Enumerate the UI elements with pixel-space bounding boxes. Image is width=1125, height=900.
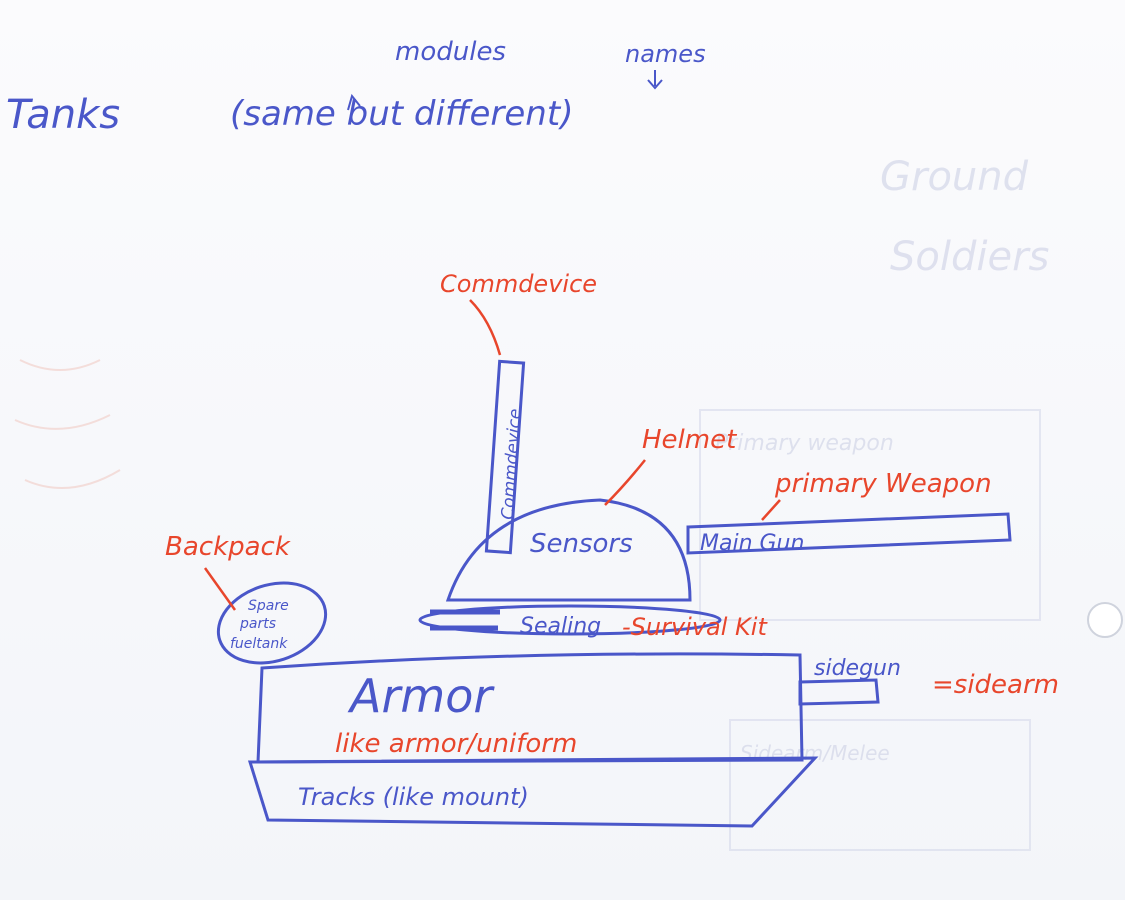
heading-note-names: names [625,40,706,68]
tracks-label: Tracks (like mount) [298,783,529,811]
sidegun-barrel [798,678,880,706]
survival-kit-label: -Survival Kit [622,613,768,641]
helmet-label: Helmet [642,425,737,455]
bleed-box-1 [699,409,1041,621]
main-gun-label: Main Gun [700,531,804,556]
side-gun: sidegun =sidearm [798,656,1059,706]
sidegun-label: sidegun [814,656,901,681]
bleed-ground: Ground [880,154,1029,200]
tracks-body [247,756,819,828]
turret-dome [445,498,692,602]
backpack: Spare parts fueltank Backpack [165,532,328,665]
sealing-label: Sealing [520,614,601,639]
armor-body [256,652,804,764]
heading-title: Tanks [6,92,120,138]
tracks: Tracks (like mount) [247,756,819,828]
backpack-outline [216,581,328,665]
sidearm-label: =sidearm [932,670,1059,700]
hole-punch [1087,602,1123,638]
backpack-leader [203,567,237,611]
armor-note-label: like armor/uniform [335,729,577,759]
turret: Sensors Helmet [445,425,737,602]
hull: Armor like armor/uniform [256,652,804,764]
commdevice: Commdevice Commdevice [440,270,597,555]
arrow-names [647,70,663,90]
sensors-label: Sensors [530,529,633,559]
backpack-parts: parts [239,616,276,632]
bleed-soldiers: Soldiers [890,234,1049,280]
backpack-fueltank: fueltank [230,636,288,652]
antenna-box [484,359,526,555]
heading-subtitle: (same but different) [230,94,573,134]
antenna-label: Commdevice [498,408,526,520]
gun-barrel [686,512,1012,555]
sealing: Sealing -Survival Kit [418,604,768,641]
backpack-label: Backpack [165,532,291,562]
bleed-scribbles [14,359,121,489]
sealing-ring [418,604,722,636]
helmet-leader [604,459,646,506]
bleed-box-2 [729,719,1031,851]
bleed-primary-weapon: Primary weapon [715,431,894,456]
sealing-scribble [430,609,500,631]
caret-modules [347,93,361,111]
commdevice-leader [469,299,502,356]
primary-weapon-leader [761,499,781,521]
main-gun: Main Gun primary Weapon [686,469,1012,556]
primary-weapon-label: primary Weapon [774,469,992,499]
backpack-spare: Spare [248,598,289,614]
commdevice-label: Commdevice [440,270,597,298]
heading-note-modules: modules [395,37,506,67]
armor-label: Armor [347,669,495,723]
